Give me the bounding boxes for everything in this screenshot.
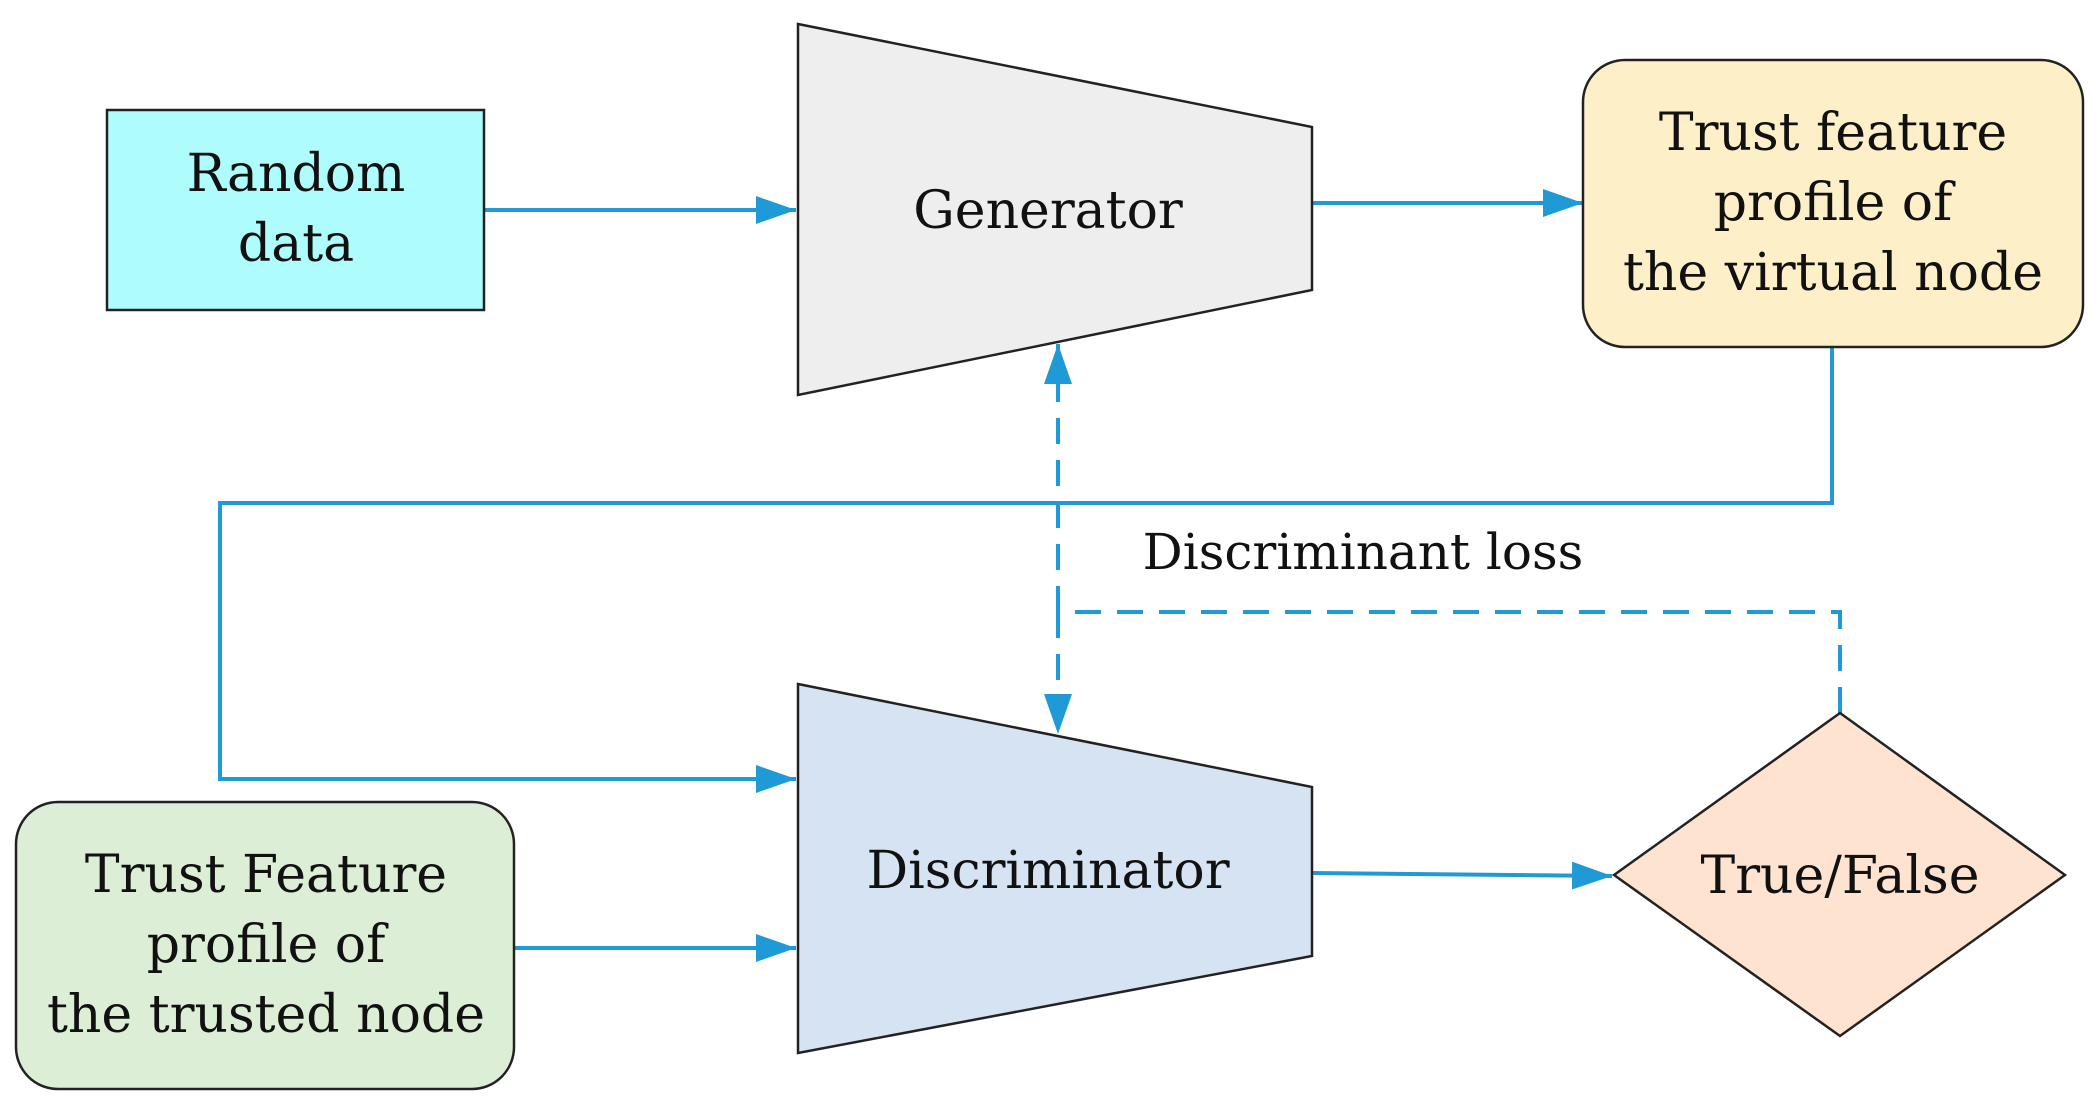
virtual-profile-line-2: profile of	[1714, 173, 1956, 233]
true-false-label: True/False	[1701, 846, 1980, 906]
trusted-profile-node: Trust Feature profile of the trusted nod…	[14, 800, 516, 1091]
discriminator-label: Discriminator	[866, 841, 1229, 901]
random-data-line-1: Random	[187, 144, 406, 204]
virtual-profile-node: Trust feature profile of the virtual nod…	[1581, 58, 2085, 349]
true-false-node: True/False	[1611, 711, 2068, 1038]
generator-node: Generator	[796, 22, 1314, 397]
discriminator-node: Discriminator	[796, 682, 1314, 1055]
discriminant-loss-label: Discriminant loss	[1143, 523, 1584, 581]
trusted-profile-line-3: the trusted node	[47, 985, 485, 1045]
generator-label: Generator	[913, 181, 1183, 241]
virtual-profile-line-3: the virtual node	[1623, 243, 2043, 303]
trusted-profile-line-2: profile of	[147, 915, 389, 975]
edge-loss-feedback	[1058, 610, 1842, 713]
random-data-line-2: data	[238, 214, 354, 274]
edge-virtual-profile-to-discriminator	[218, 347, 1834, 793]
virtual-profile-line-1: Trust feature	[1659, 103, 2007, 163]
random-data-node: Random data	[105, 108, 486, 312]
trusted-profile-line-1: Trust Feature	[85, 845, 447, 905]
edge-discriminator-to-true-false	[1311, 861, 1613, 890]
